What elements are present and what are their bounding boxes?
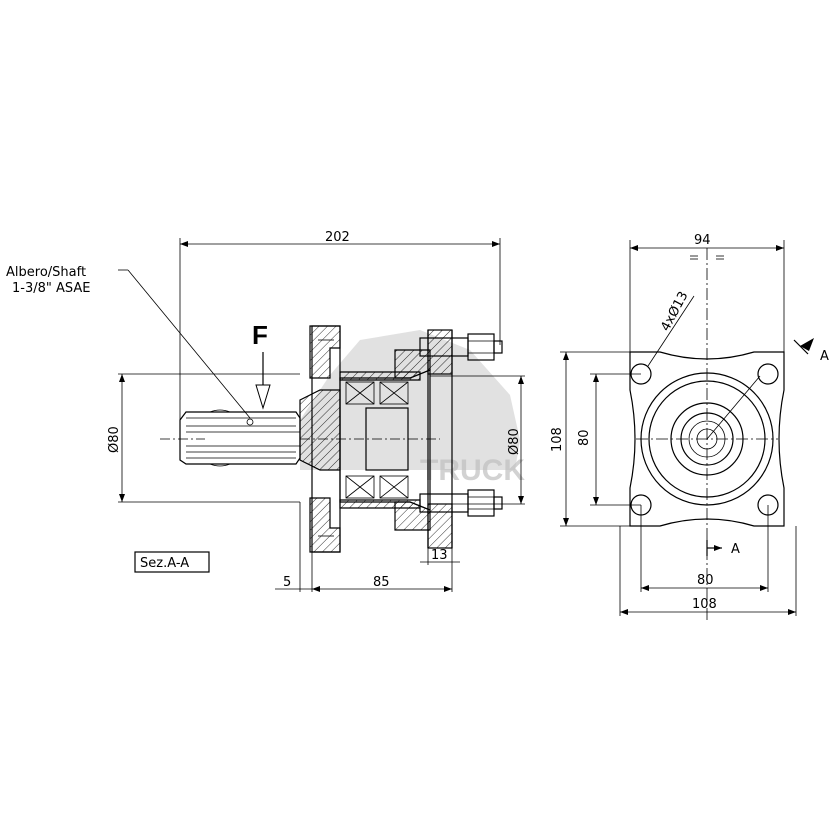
front-view: 94 4xØ13: [550, 233, 829, 620]
force-arrow: F: [252, 320, 271, 410]
dimension-width-108: 108: [619, 526, 797, 616]
dimension-94: 94: [629, 233, 785, 620]
flange-plate: [629, 351, 785, 527]
bolt-hole-top-right: [757, 363, 779, 385]
dim-height-80-text: 80: [577, 429, 592, 446]
dimension-202: 202: [179, 230, 501, 420]
dimension-height-108: 108: [550, 351, 630, 527]
bottom-bolt: [419, 489, 503, 517]
dim-94-text: 94: [694, 233, 711, 248]
shaft-callout: Albero/Shaft 1-3/8" ASAE: [6, 265, 251, 419]
dim-13-text: 13: [431, 548, 448, 563]
housing-body: [299, 349, 440, 531]
side-section-view: 202 Albero/Shaft 1-3/8" ASAE F Ø80: [6, 230, 525, 592]
force-label: F: [252, 320, 268, 350]
splined-shaft: [160, 409, 301, 467]
dimension-85-5: 5 85: [275, 502, 453, 592]
shaft-label-line1: Albero/Shaft: [6, 265, 86, 280]
watermark-text: TRUCK: [420, 454, 525, 487]
section-mark-top: A: [793, 338, 829, 364]
hole-callout-text: 4xØ13: [658, 289, 691, 334]
dim-width-80-text: 80: [697, 573, 714, 588]
section-mark-bottom: A: [706, 540, 740, 557]
dimension-right-dia80: Ø80: [430, 375, 525, 505]
dim-width-108-text: 108: [692, 597, 717, 612]
dim-height-108-text: 108: [550, 427, 565, 452]
shaft-label-line2: 1-3/8" ASAE: [12, 281, 91, 296]
dim-left-dia80-text: Ø80: [107, 426, 122, 453]
dimension-13: 13: [420, 548, 460, 565]
watermark: TRUCK: [300, 330, 525, 487]
section-mark-top-text: A: [820, 349, 829, 364]
hub-circles: [636, 372, 778, 506]
dimension-left-dia80: Ø80: [107, 373, 300, 503]
section-label-box: Sez.A-A: [134, 551, 210, 573]
dim-right-dia80-text: Ø80: [507, 428, 522, 455]
dim-5-text: 5: [283, 575, 291, 590]
dimension-width-80: 80: [640, 505, 769, 592]
top-bolt: [419, 333, 503, 361]
section-mark-bottom-text: A: [731, 542, 740, 557]
dim-85-text: 85: [373, 575, 390, 590]
section-label: Sez.A-A: [140, 556, 189, 571]
dimension-height-80: 80: [577, 373, 641, 506]
dim-202-text: 202: [325, 230, 350, 245]
